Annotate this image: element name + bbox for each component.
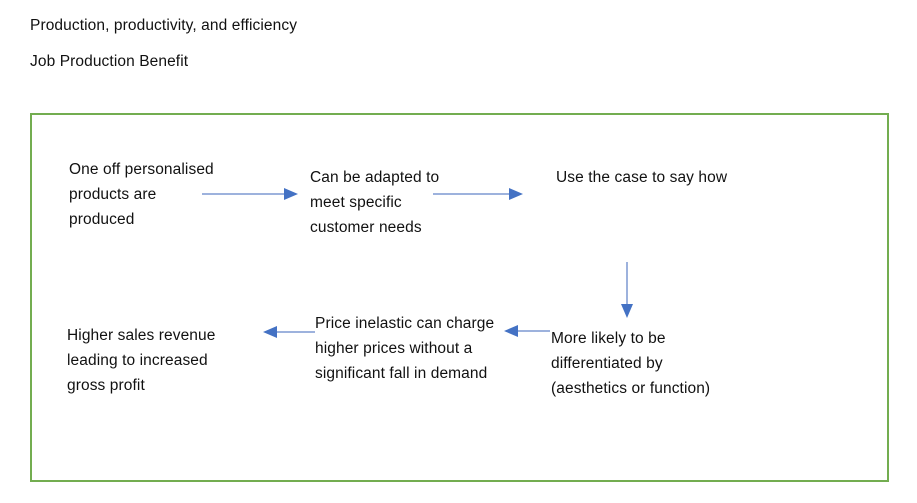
arrow-left-differentiated-to-price-inelastic bbox=[504, 323, 550, 339]
flow-node-line: Higher sales revenue bbox=[67, 327, 216, 344]
flow-node-line: Price inelastic can charge bbox=[315, 315, 495, 332]
flow-node-use-case: Use the case to say how bbox=[556, 165, 727, 190]
flow-node-one-off: One off personalised products are produc… bbox=[69, 157, 214, 232]
flow-node-line: differentiated by bbox=[551, 355, 663, 372]
flow-node-line: produced bbox=[69, 211, 135, 228]
page-subtitle: Job Production Benefit bbox=[30, 53, 189, 70]
flow-node-line: leading to increased bbox=[67, 352, 208, 369]
flow-node-line: meet specific bbox=[310, 194, 402, 211]
flow-node-line: One off personalised bbox=[69, 161, 214, 178]
flow-node-line: customer needs bbox=[310, 219, 422, 236]
page-title: Production, productivity, and efficiency bbox=[30, 17, 298, 34]
flow-node-higher-sales: Higher sales revenue leading to increase… bbox=[67, 323, 215, 398]
arrow-down-use-case-to-differentiated bbox=[619, 262, 635, 322]
flow-node-line: (aesthetics or function) bbox=[551, 380, 711, 397]
flow-node-line: Use the case to say how bbox=[556, 169, 728, 186]
flow-node-line: higher prices without a bbox=[315, 340, 473, 357]
flow-node-price-inelastic: Price inelastic can charge higher prices… bbox=[315, 311, 494, 386]
flow-node-line: Can be adapted to bbox=[310, 169, 440, 186]
flow-node-differentiated: More likely to be differentiated by (aes… bbox=[551, 326, 710, 401]
flow-node-line: gross profit bbox=[67, 377, 145, 394]
flow-node-line: More likely to be bbox=[551, 330, 666, 347]
arrow-left-price-inelastic-to-higher-sales bbox=[263, 324, 315, 340]
arrow-right-adapted-to-use-case bbox=[433, 186, 528, 202]
flow-node-line: products are bbox=[69, 186, 157, 203]
arrow-right-one-off-to-adapted bbox=[202, 186, 302, 202]
flow-node-adapted: Can be adapted to meet specific customer… bbox=[310, 165, 439, 240]
diagram-frame bbox=[30, 113, 889, 482]
flow-node-line: significant fall in demand bbox=[315, 365, 488, 382]
